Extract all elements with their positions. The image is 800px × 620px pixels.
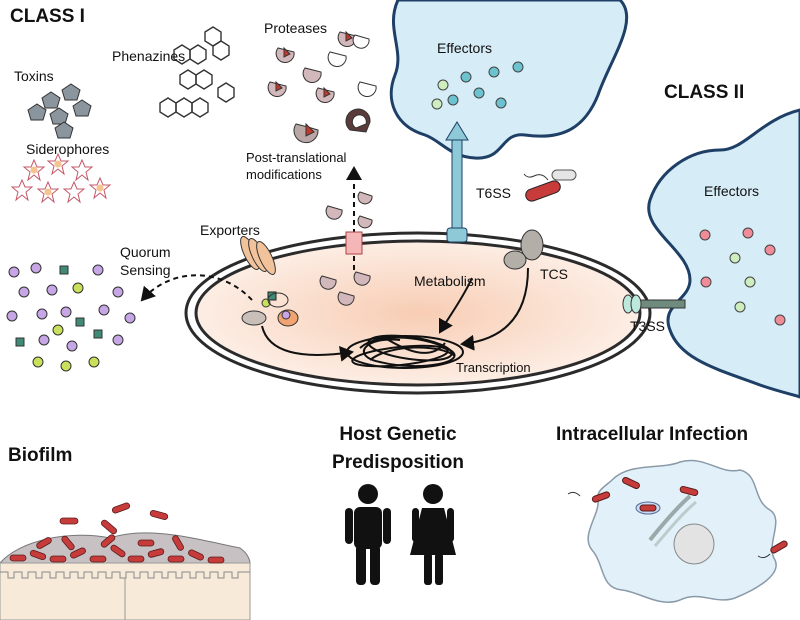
phenazines-molecules	[159, 26, 235, 118]
toxins-molecules	[27, 83, 92, 139]
transcription-label: Transcription	[456, 360, 531, 375]
infected-cell	[567, 459, 788, 603]
arrow-metabolism	[439, 277, 473, 334]
effectors-right-group	[699, 227, 786, 326]
tcs-label: TCS	[540, 266, 568, 282]
person-female-icon	[410, 484, 456, 585]
intracellular-infection-heading: Intracellular Infection	[556, 424, 749, 445]
class-1-heading: CLASS I	[10, 6, 85, 27]
qs-molecules	[6, 262, 136, 372]
t6ss-label: T6SS	[476, 185, 512, 201]
siderophores-label: Siderophores	[26, 141, 110, 157]
siderophores-molecules	[10, 152, 112, 204]
biofilm-heading: Biofilm	[8, 445, 73, 466]
t6ss-bacterium	[523, 169, 577, 202]
modifications-label: modifications	[246, 167, 322, 182]
quorum-label: Quorum	[120, 244, 171, 260]
class-2-heading: CLASS II	[664, 82, 745, 103]
host-cell-top	[389, 0, 629, 160]
phenazines-label: Phenazines	[112, 48, 186, 64]
qs-receptor	[241, 291, 299, 327]
toxins-label: Toxins	[14, 68, 54, 84]
sensing-label: Sensing	[120, 262, 171, 278]
arrow-qs-out	[140, 274, 253, 302]
tcs-receptor	[503, 229, 544, 270]
person-male-icon	[345, 484, 391, 585]
metabolism-label: Metabolism	[414, 273, 486, 289]
arrow-qs-receptor	[261, 325, 354, 362]
proteases-intracellular	[319, 191, 373, 306]
proteases-secreted	[267, 30, 377, 144]
biofilm-illustration	[0, 502, 251, 620]
predisposition-heading: Predisposition	[332, 452, 464, 473]
host-genetic-heading: Host Genetic	[339, 424, 457, 445]
protease-channel	[345, 231, 363, 255]
proteases-label: Proteases	[264, 20, 328, 36]
exporters-label: Exporters	[200, 222, 260, 238]
bacterium-inner-membrane	[194, 239, 642, 387]
t6ss-needle	[445, 121, 469, 243]
effectors-top-label: Effectors	[437, 40, 492, 56]
effectors-top-group	[431, 61, 524, 110]
effectors-right-label: Effectors	[704, 183, 759, 199]
exporters-transporter	[240, 235, 276, 276]
host-cell-right	[647, 108, 800, 399]
t3ss-label: T3SS	[630, 318, 666, 334]
bacterium-outer-membrane	[184, 231, 652, 395]
arrow-tcs	[460, 267, 529, 351]
t3ss-apparatus	[622, 294, 686, 314]
post-translational-label: Post-translational	[246, 150, 347, 165]
